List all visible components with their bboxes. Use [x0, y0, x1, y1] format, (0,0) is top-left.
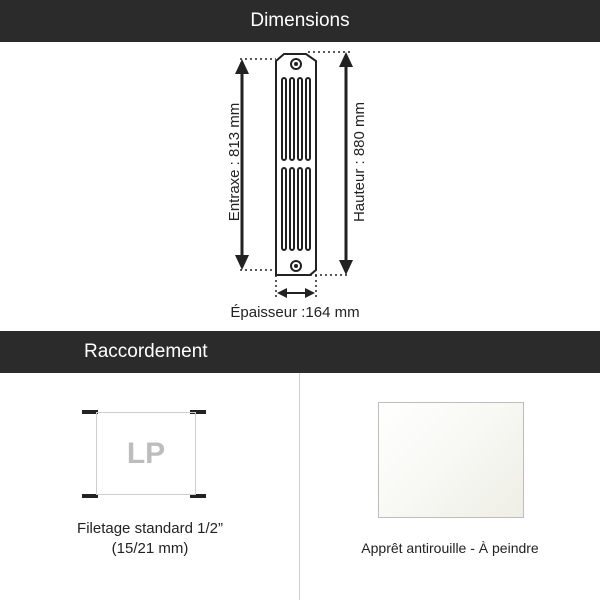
dimensions-header: Dimensions: [0, 0, 600, 42]
entraxe-arrow: [235, 59, 249, 270]
finish-color-swatch: [378, 402, 524, 518]
connection-caption-line1: Filetage standard 1/2”: [77, 520, 223, 537]
entraxe-label: Entraxe : 813 mm: [226, 103, 243, 221]
connection-caption: Filetage standard 1/2” (15/21 mm): [0, 519, 300, 559]
pipe-bottom-right-icon: [190, 494, 206, 498]
epaisseur-label: Épaisseur :164 mm: [230, 304, 359, 321]
dimension-guides: [240, 51, 350, 298]
raccordement-title: Raccordement: [84, 341, 208, 362]
radiator-dimension-drawing: Entraxe : 813 mm Hauteur : 880 mm Épaiss…: [226, 51, 368, 321]
radiator-grooves-upper: [281, 77, 311, 161]
dimensions-title: Dimensions: [250, 10, 350, 31]
epaisseur-arrow: [277, 288, 315, 298]
radiator-grooves-lower: [281, 167, 311, 251]
hauteur-arrow: [339, 52, 353, 275]
pipe-top-left-icon: [82, 410, 98, 414]
lp-icon-letters: LP: [126, 436, 166, 470]
finish-caption: Apprêt antirouille - À peindre: [361, 540, 539, 556]
lp-connection-icon: LP: [96, 412, 196, 495]
column-divider: [299, 373, 300, 600]
hauteur-label: Hauteur : 880 mm: [351, 102, 368, 222]
pipe-bottom-left-icon: [82, 494, 98, 498]
connection-caption-line2: (15/21 mm): [111, 540, 189, 557]
raccordement-header: Raccordement: [0, 331, 600, 373]
pipe-top-right-icon: [190, 410, 206, 414]
